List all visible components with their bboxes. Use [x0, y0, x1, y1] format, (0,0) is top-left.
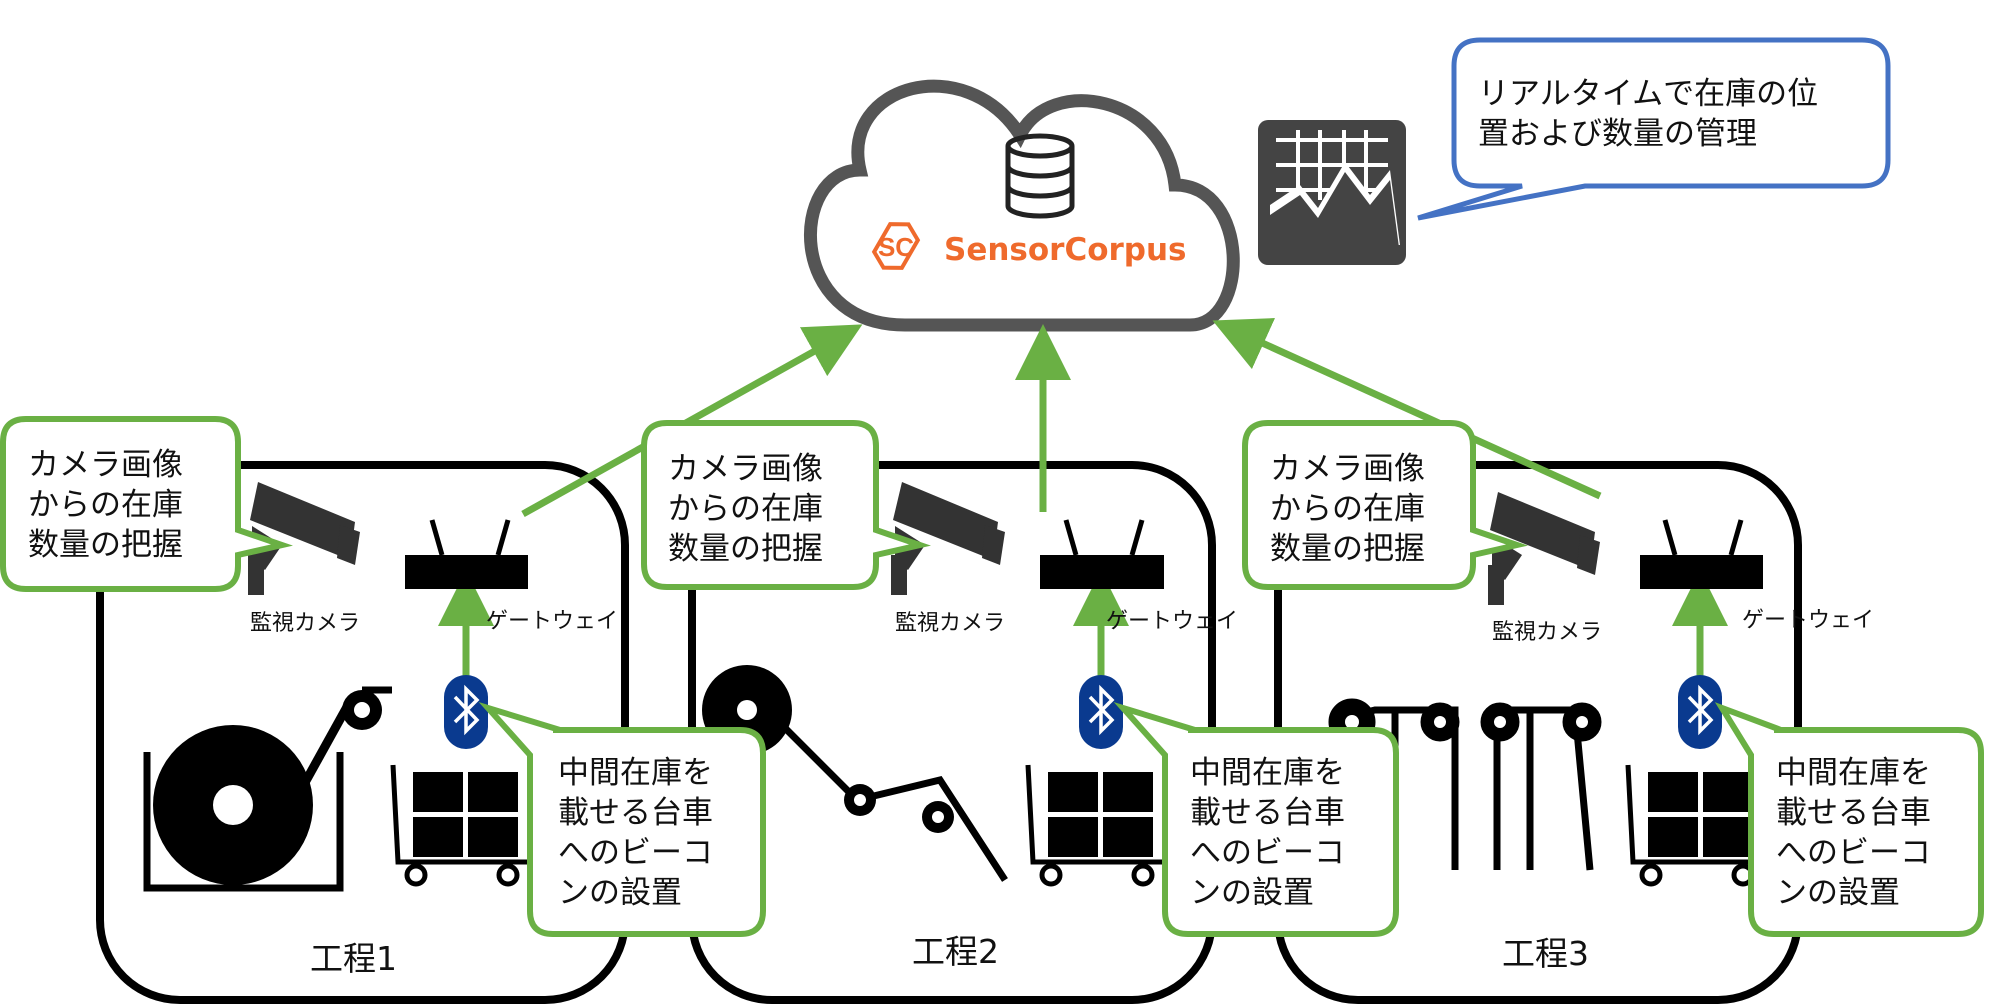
camera-callout-text: からの在庫	[28, 487, 183, 523]
camera-label: 監視カメラ	[1492, 620, 1603, 645]
svg-text:SC: SC	[878, 232, 914, 262]
arrow-gateway3-to-cloud	[1212, 318, 1602, 500]
beacon-callout-text: 中間在庫を	[558, 755, 713, 791]
database-icon	[1005, 133, 1075, 219]
camera-callout-2	[641, 420, 931, 590]
camera-label: 監視カメラ	[895, 611, 1006, 636]
beacon-callout-3	[1714, 702, 1984, 937]
dashboard-speech-bubble	[1417, 37, 1891, 221]
gateway-label: ゲートウェイ	[1742, 608, 1875, 633]
beacon-callout-text: 載せる台車	[558, 795, 713, 831]
cart-icon-2	[1025, 764, 1163, 887]
cart-icon-3	[1625, 764, 1763, 887]
sensorcorpus-logo-icon: SC	[871, 222, 921, 270]
dashboard-callout-line: リアルタイムで在庫の位	[1478, 76, 1819, 112]
beacon-callout-text: 中間在庫を	[1190, 755, 1345, 791]
beacon-callout-text: へのビーコ	[1190, 835, 1345, 871]
paper-roll-machine-icon	[143, 686, 392, 892]
beacon-callout-text: へのビーコ	[1776, 835, 1931, 871]
camera-callout-text: 数量の把握	[1270, 531, 1425, 567]
dashboard-callout-line: 置および数量の管理	[1478, 116, 1757, 152]
gateway-label: ゲートウェイ	[486, 609, 619, 634]
bluetooth-icon-1	[444, 675, 488, 749]
dashboard-chart-icon	[1258, 120, 1406, 265]
camera-callout-text: 数量の把握	[28, 527, 183, 563]
process-label: 工程1	[310, 939, 397, 978]
beacon-callout-text: ンの設置	[558, 875, 682, 911]
beacon-callout-1	[478, 701, 766, 937]
cart-icon-1	[390, 764, 528, 887]
gateway-label: ゲートウェイ	[1106, 609, 1239, 634]
camera-callout-text: カメラ画像	[1270, 451, 1425, 487]
camera-callout-text: 数量の把握	[668, 531, 823, 567]
camera-icon-3	[1488, 492, 1600, 605]
camera-icon-2	[891, 482, 1005, 595]
process-label: 工程2	[912, 932, 999, 971]
camera-callout-text: カメラ画像	[28, 447, 183, 483]
bluetooth-icon-2	[1079, 675, 1123, 749]
camera-callout-text: からの在庫	[668, 491, 823, 527]
bluetooth-icon-3	[1678, 675, 1722, 749]
beacon-callout-text: ンの設置	[1190, 875, 1314, 911]
camera-callout-text: カメラ画像	[668, 451, 823, 487]
beacon-callout-text: ンの設置	[1776, 875, 1900, 911]
gateway-icon-1	[405, 519, 528, 589]
cloud-icon: SC	[804, 79, 1240, 332]
gateway-icon-2	[1040, 519, 1164, 589]
camera-callout-3	[1242, 420, 1528, 590]
process-label: 工程3	[1502, 934, 1589, 973]
beacon-callout-text: 載せる台車	[1776, 795, 1931, 831]
camera-callout-1	[0, 416, 293, 592]
beacon-callout-text: へのビーコ	[558, 835, 713, 871]
beacon-callout-text: 載せる台車	[1190, 795, 1345, 831]
beacon-callout-text: 中間在庫を	[1776, 755, 1931, 791]
brand-name: SensorCorpus	[944, 232, 1187, 268]
gateway-icon-3	[1640, 519, 1763, 589]
camera-callout-text: からの在庫	[1270, 491, 1425, 527]
camera-label: 監視カメラ	[250, 611, 361, 636]
beacon-callout-2	[1113, 701, 1399, 937]
